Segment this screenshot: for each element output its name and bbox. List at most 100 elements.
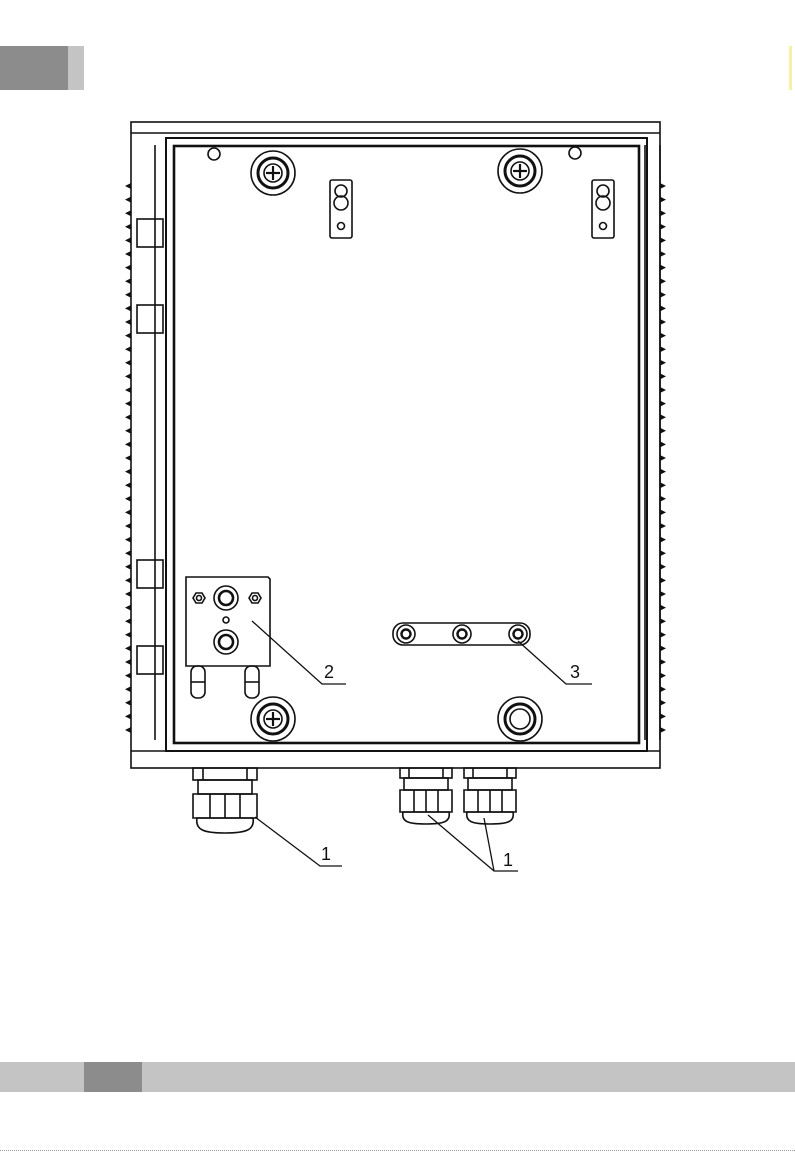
ground-bar	[393, 623, 530, 645]
fin-tooth	[125, 564, 131, 570]
fin-tooth	[125, 482, 131, 488]
fin-tooth	[660, 523, 666, 529]
hinge-blocks	[137, 219, 163, 674]
fin-tooth	[660, 659, 666, 665]
fin-tooth	[660, 360, 666, 366]
corner-hole-br	[498, 697, 542, 741]
fins-left	[125, 183, 131, 733]
corner-screw-bl	[251, 697, 295, 741]
fin-tooth	[125, 183, 131, 189]
fin-tooth	[660, 645, 666, 651]
fin-tooth	[125, 523, 131, 529]
bottom-rule	[0, 1150, 795, 1151]
corner-screw-tr	[498, 149, 542, 193]
fin-tooth	[660, 401, 666, 407]
fin-tooth	[125, 373, 131, 379]
fin-tooth	[660, 441, 666, 447]
fin-tooth	[660, 713, 666, 719]
fin-tooth	[125, 224, 131, 230]
fin-tooth	[125, 645, 131, 651]
fin-tooth	[125, 659, 131, 665]
fin-tooth	[125, 727, 131, 733]
fin-tooth	[660, 237, 666, 243]
label-bracket: 2	[324, 662, 334, 682]
fin-tooth	[660, 278, 666, 284]
fin-tooth	[660, 469, 666, 475]
top-hole-right	[569, 147, 581, 159]
fin-tooth	[660, 414, 666, 420]
fin-tooth	[660, 224, 666, 230]
leader-lines	[252, 621, 592, 871]
fin-tooth	[125, 251, 131, 257]
fin-tooth	[660, 292, 666, 298]
fin-tooth	[125, 618, 131, 624]
fin-tooth	[660, 509, 666, 515]
fin-tooth	[660, 428, 666, 434]
fin-tooth	[660, 727, 666, 733]
fin-tooth	[125, 591, 131, 597]
fin-tooth	[660, 550, 666, 556]
fin-tooth	[660, 618, 666, 624]
fin-tooth	[660, 591, 666, 597]
fin-tooth	[660, 482, 666, 488]
fin-tooth	[125, 550, 131, 556]
fin-tooth	[125, 713, 131, 719]
fin-tooth	[660, 564, 666, 570]
corner-screw-tl	[251, 151, 295, 195]
fin-tooth	[125, 469, 131, 475]
mount-tab-left	[330, 180, 352, 238]
cable-gland-right-2	[464, 768, 516, 824]
fin-tooth	[660, 319, 666, 325]
enclosure-outer	[131, 122, 660, 768]
fin-tooth	[125, 577, 131, 583]
front-plate	[166, 138, 647, 751]
fin-tooth	[125, 673, 131, 679]
fin-tooth	[125, 537, 131, 543]
label-gland-left: 1	[321, 844, 331, 864]
label-ground-bar: 3	[570, 662, 580, 682]
fin-tooth	[125, 441, 131, 447]
fin-tooth	[660, 673, 666, 679]
fin-tooth	[660, 183, 666, 189]
fin-tooth	[125, 496, 131, 502]
fin-tooth	[125, 632, 131, 638]
fin-tooth	[660, 686, 666, 692]
fin-tooth	[125, 686, 131, 692]
fin-tooth	[125, 346, 131, 352]
fin-tooth	[125, 305, 131, 311]
fin-tooth	[660, 346, 666, 352]
fin-tooth	[660, 265, 666, 271]
fins-right	[660, 183, 666, 733]
fin-tooth	[660, 577, 666, 583]
fin-tooth	[125, 387, 131, 393]
fin-tooth	[125, 319, 131, 325]
fin-tooth	[660, 333, 666, 339]
fin-tooth	[660, 387, 666, 393]
cable-gland-left	[193, 768, 257, 833]
fin-tooth	[125, 509, 131, 515]
footer-dark-bar	[84, 1062, 142, 1092]
fin-tooth	[660, 251, 666, 257]
inner-panel	[174, 146, 639, 743]
fin-tooth	[660, 537, 666, 543]
fin-tooth	[660, 197, 666, 203]
fin-tooth	[660, 373, 666, 379]
fin-tooth	[125, 455, 131, 461]
fin-tooth	[125, 333, 131, 339]
fin-tooth	[125, 605, 131, 611]
fin-tooth	[125, 414, 131, 420]
fin-tooth	[660, 455, 666, 461]
top-hole-left	[208, 148, 220, 160]
fin-tooth	[125, 700, 131, 706]
cable-gland-right-1	[400, 768, 452, 824]
fin-tooth	[125, 292, 131, 298]
mount-tab-right	[592, 180, 614, 238]
fin-tooth	[125, 210, 131, 216]
fin-tooth	[125, 360, 131, 366]
fin-tooth	[660, 210, 666, 216]
fin-tooth	[125, 265, 131, 271]
fin-tooth	[125, 401, 131, 407]
connector-bracket	[186, 577, 270, 698]
fin-tooth	[660, 700, 666, 706]
